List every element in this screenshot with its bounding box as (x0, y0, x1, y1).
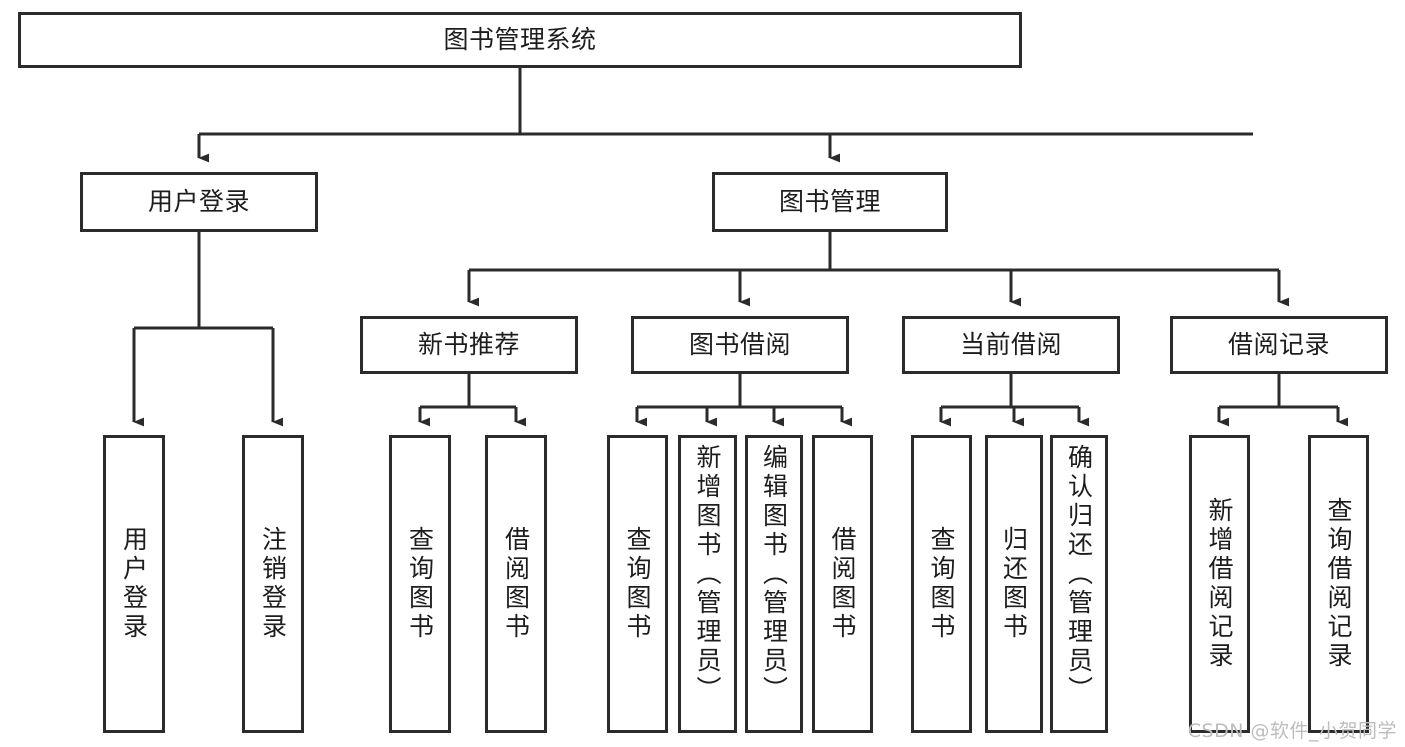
node-label: 图书管理 (778, 186, 881, 216)
leaf-label: 查询图书 (405, 526, 435, 642)
leaf-return-book[interactable]: 归还图书 (985, 435, 1043, 733)
leaf-add-borrow-record[interactable]: 新增借阅记录 (1189, 435, 1250, 733)
node-book-management[interactable]: 图书管理 (712, 172, 948, 232)
leaf-logout-login[interactable]: 注销登录 (242, 435, 304, 733)
leaf-query-borrow-record[interactable]: 查询借阅记录 (1308, 435, 1369, 733)
leaf-query-book-current[interactable]: 查询图书 (911, 435, 972, 733)
leaf-label: 新增借阅记录 (1205, 497, 1234, 671)
leaf-label: 借阅图书 (501, 526, 531, 642)
watermark-text: CSDN @软件_小贺同学 (1187, 720, 1397, 742)
leaf-query-book-borrow[interactable]: 查询图书 (607, 435, 668, 733)
leaf-label: 归还图书 (999, 526, 1029, 642)
node-label: 用户登录 (147, 186, 250, 216)
leaf-label: 确认归还（管理员） (1064, 444, 1094, 705)
node-book-borrow[interactable]: 图书借阅 (631, 316, 849, 374)
leaf-label: 查询图书 (927, 526, 956, 642)
leaf-borrow-book-recommend[interactable]: 借阅图书 (485, 435, 547, 733)
leaf-label: 新增图书（管理员） (693, 444, 722, 705)
leaf-label: 查询图书 (623, 526, 652, 642)
node-label: 图书管理系统 (443, 24, 597, 54)
leaf-add-book-admin[interactable]: 新增图书（管理员） (678, 435, 737, 733)
node-label: 新书推荐 (417, 329, 520, 359)
node-borrow-record[interactable]: 借阅记录 (1170, 316, 1388, 374)
node-new-book-recommend[interactable]: 新书推荐 (360, 316, 578, 374)
leaf-label: 注销登录 (258, 526, 288, 642)
leaf-borrow-book[interactable]: 借阅图书 (812, 435, 873, 733)
leaf-label: 查询借阅记录 (1324, 497, 1353, 671)
leaf-query-book-recommend[interactable]: 查询图书 (389, 435, 451, 733)
leaf-label: 编辑图书（管理员） (759, 444, 789, 705)
leaf-label: 借阅图书 (828, 526, 857, 642)
node-user-login[interactable]: 用户登录 (80, 172, 318, 232)
node-current-borrow[interactable]: 当前借阅 (902, 316, 1120, 374)
node-root-system[interactable]: 图书管理系统 (18, 12, 1022, 68)
leaf-edit-book-admin[interactable]: 编辑图书（管理员） (745, 435, 803, 733)
leaf-user-login[interactable]: 用户登录 (103, 435, 165, 733)
node-label: 借阅记录 (1227, 329, 1330, 359)
node-label: 当前借阅 (959, 329, 1062, 359)
leaf-confirm-return-admin[interactable]: 确认归还（管理员） (1050, 435, 1108, 733)
connector-group (132, 68, 1349, 427)
leaf-label: 用户登录 (119, 526, 149, 642)
node-label: 图书借阅 (688, 329, 791, 359)
